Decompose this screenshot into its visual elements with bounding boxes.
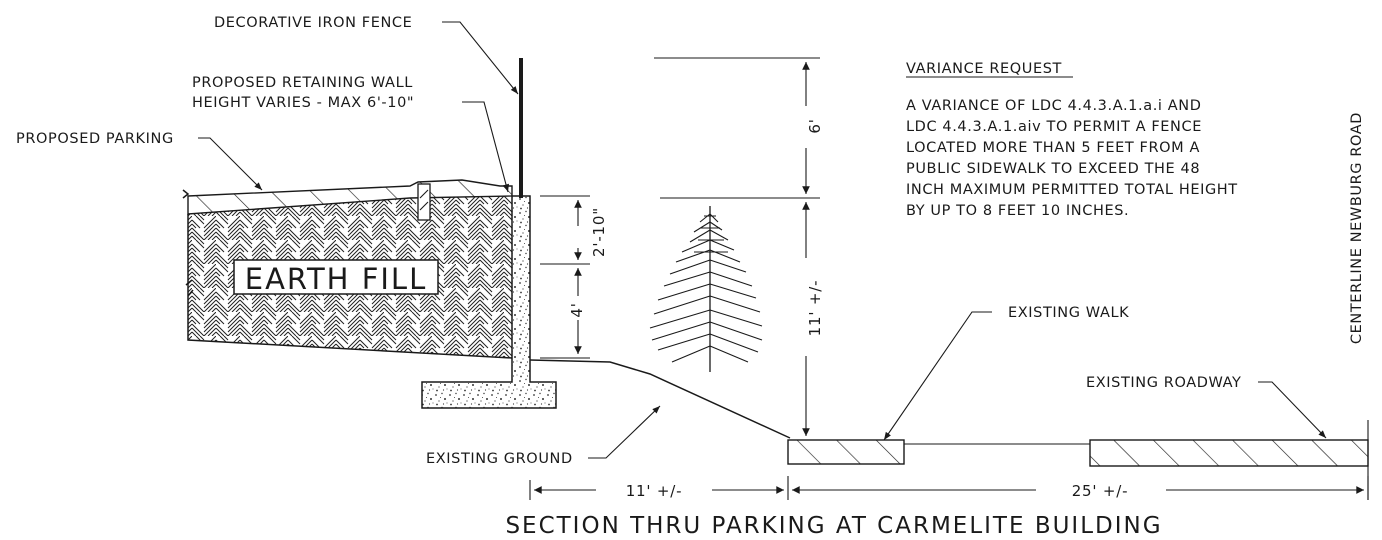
existing-roadway: [1089, 439, 1369, 467]
label-decorative-fence: DECORATIVE IRON FENCE: [214, 15, 412, 31]
wall-height-dimension: [540, 195, 590, 359]
variance-line-3: LOCATED MORE THAN 5 FEET FROM A: [906, 140, 1200, 156]
label-retaining-wall-2: HEIGHT VARIES - MAX 6'-10": [192, 95, 414, 111]
dim-horizontal-left: 11' +/-: [626, 482, 683, 500]
curb: [417, 183, 431, 221]
variance-line-4: PUBLIC SIDEWALK TO EXCEED THE 48: [906, 161, 1200, 177]
existing-walk: [787, 439, 905, 465]
existing-ground-line: [529, 359, 791, 439]
label-existing-walk: EXISTING WALK: [1008, 305, 1129, 321]
retaining-wall: [421, 195, 557, 409]
leader-lines: [198, 21, 1327, 459]
drawing-title: SECTION THRU PARKING AT CARMELITE BUILDI…: [505, 513, 1162, 539]
label-retaining-wall-1: PROPOSED RETAINING WALL: [192, 75, 413, 91]
earth-fill-label-box: [233, 259, 439, 295]
label-existing-ground: EXISTING GROUND: [426, 451, 573, 467]
tree-icon: [649, 206, 763, 372]
variance-line-6: BY UP TO 8 FEET 10 INCHES.: [906, 203, 1129, 219]
label-existing-roadway: EXISTING ROADWAY: [1086, 375, 1242, 391]
label-centerline: CENTERLINE NEWBURG ROAD: [1349, 112, 1365, 344]
iron-fence-post: [519, 58, 523, 198]
dim-wall-upper: 2'-10": [590, 207, 608, 257]
height-dimension-lines: [654, 57, 820, 436]
variance-line-5: INCH MAXIMUM PERMITTED TOTAL HEIGHT: [906, 182, 1238, 198]
proposed-parking-pavement: [187, 179, 513, 221]
variance-line-1: A VARIANCE OF LDC 4.4.3.A.1.a.i AND: [906, 98, 1201, 114]
earth-fill-label: EARTH FILL: [245, 262, 428, 296]
dim-wall-lower: 4': [568, 302, 586, 317]
label-proposed-parking: PROPOSED PARKING: [16, 131, 174, 147]
dim-overall-height: 11' +/-: [806, 280, 824, 337]
horizontal-dimension-lines: [529, 476, 1369, 500]
dim-horizontal-right: 25' +/-: [1072, 482, 1129, 500]
variance-heading: VARIANCE REQUEST: [906, 61, 1062, 77]
dim-fence-height: 6': [806, 118, 824, 133]
variance-line-2: LDC 4.4.3.A.1.aiv TO PERMIT A FENCE: [906, 119, 1202, 135]
